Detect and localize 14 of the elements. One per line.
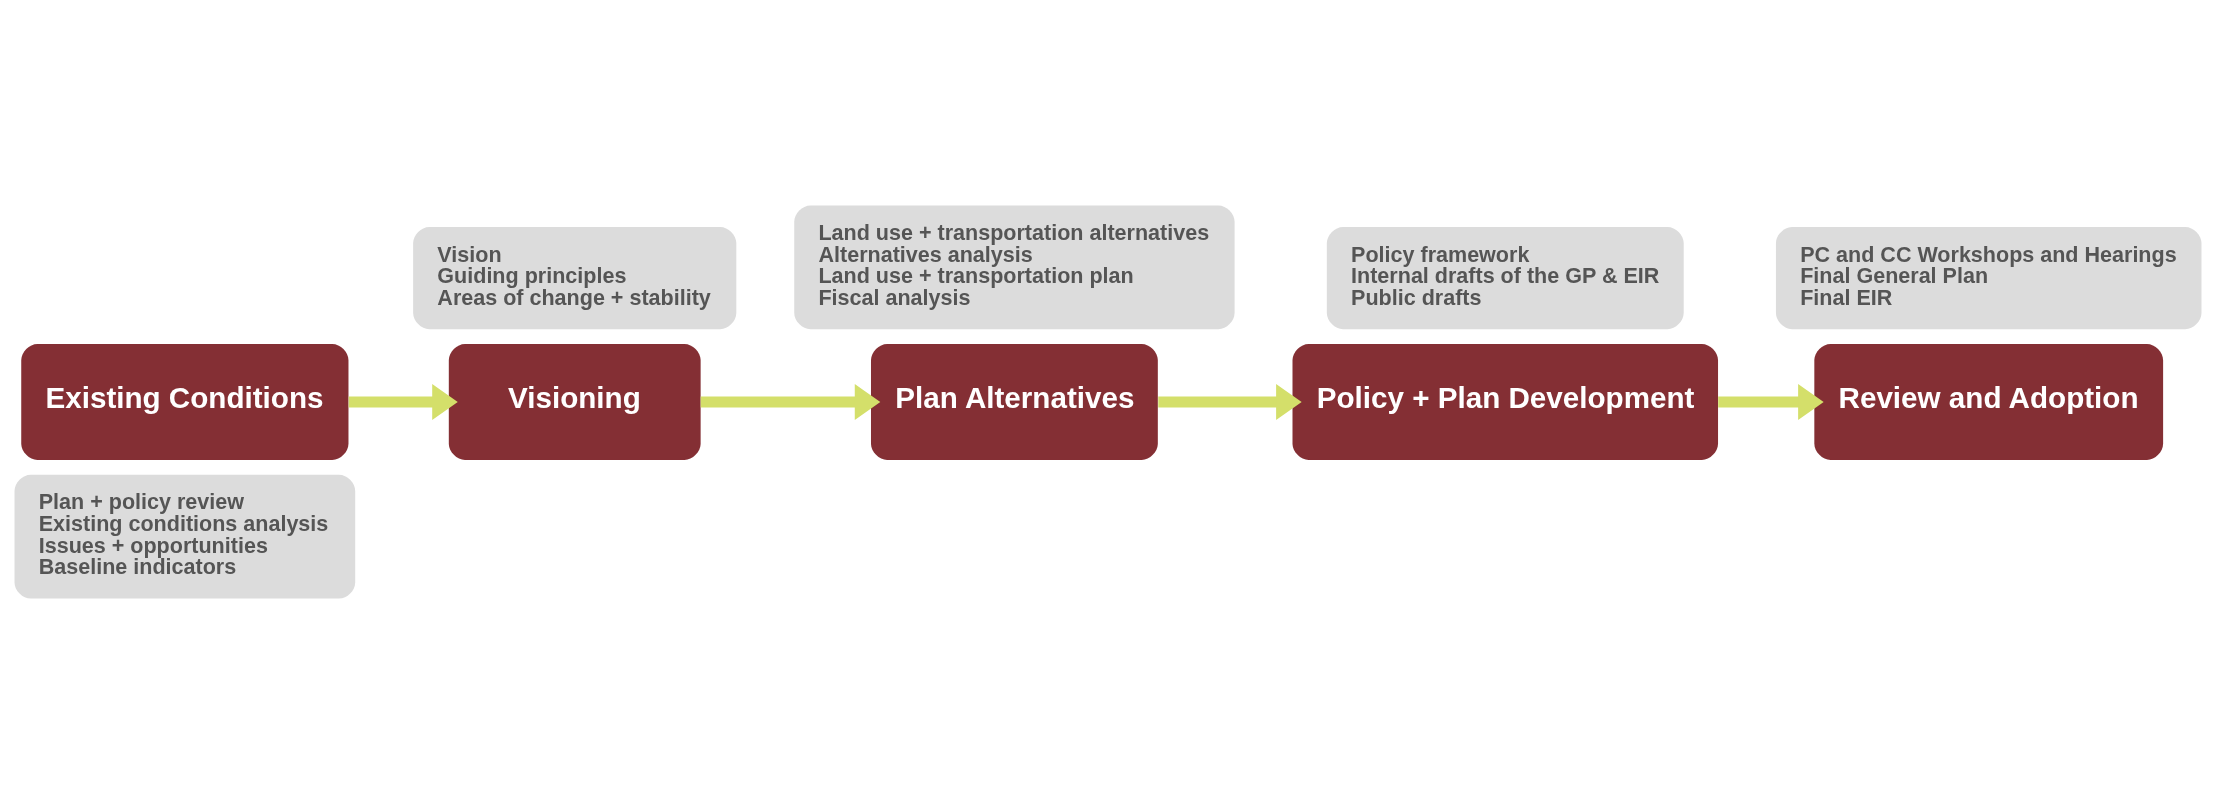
node-box: Vision Guiding principles Areas of change + stability [413, 226, 737, 329]
node-box: Review and Adoption [1814, 343, 2164, 460]
node-box: Policy framework Internal drafts of the GP & EIR Public drafts [1326, 226, 1684, 329]
node-box: Plan Alternatives [871, 343, 1158, 460]
arrow [1718, 383, 1824, 420]
node-box: Plan + policy review Existing conditions analysis Issues + opportunities Baseline indicators [14, 474, 356, 599]
arrow [348, 383, 458, 420]
node-box: Visioning [448, 343, 701, 460]
arrow [1158, 383, 1302, 420]
arrow [700, 383, 881, 420]
node-box: PC and CC Workshops and Hearings Final General Plan Final EIR [1775, 226, 2202, 329]
node-box: Land use + transportation alternatives Alternatives analysis Land use + transportation plan Fiscal analysis [794, 204, 1235, 329]
node-box: Policy + Plan Development [1292, 343, 1719, 460]
node-box: Existing Conditions [21, 343, 349, 460]
